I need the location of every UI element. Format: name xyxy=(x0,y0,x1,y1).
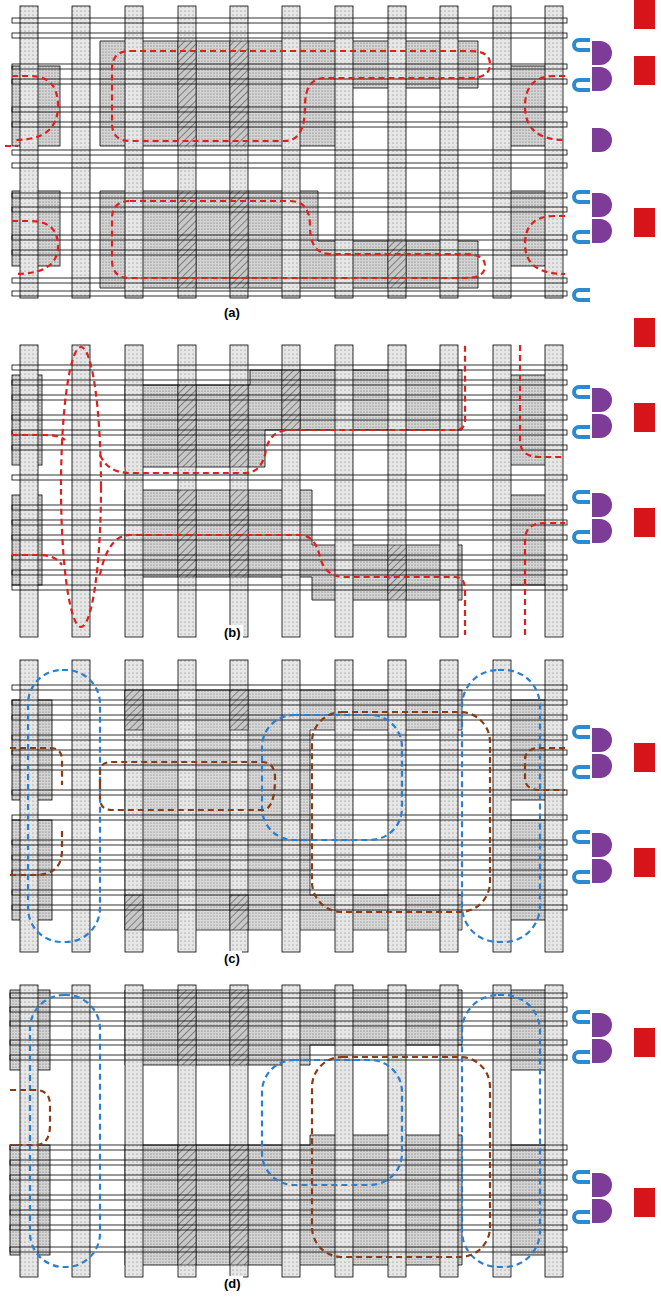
panel-d xyxy=(10,985,567,1277)
panel-label: (d) xyxy=(222,1276,243,1291)
panel-b xyxy=(12,345,567,637)
panel-label: (b) xyxy=(222,625,243,640)
panel-a xyxy=(5,6,567,298)
panel-label: (a) xyxy=(222,305,242,320)
panel-c xyxy=(10,660,567,952)
panel-label: (c) xyxy=(222,951,242,966)
